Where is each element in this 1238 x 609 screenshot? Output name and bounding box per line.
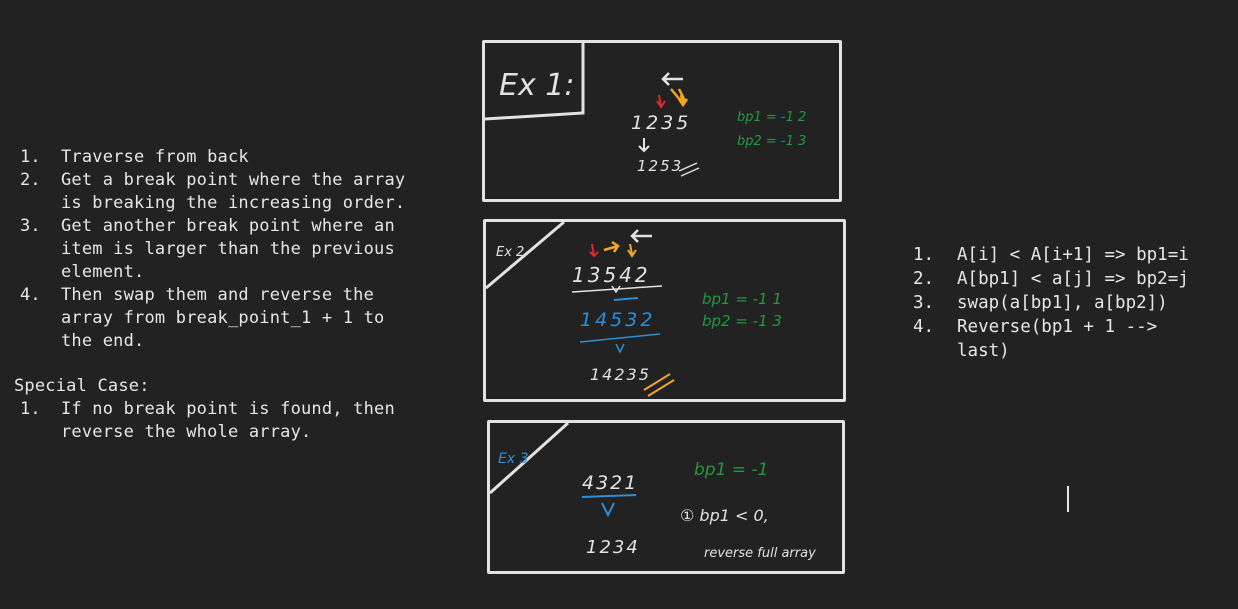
arrow-down-red-icon (589, 243, 599, 258)
example-1-drawing: Ex 1: 1235 1253 bp1 = -1 2 bp2 = -1 3 (484, 43, 806, 177)
list-number: 3. (20, 216, 41, 236)
special-case-list: 1. If no break point is found, then reve… (14, 398, 414, 444)
list-item: 3. Get another break point where an item… (14, 215, 414, 284)
label-corner-line (484, 43, 585, 121)
arrow-down-orange-icon (670, 88, 689, 108)
list-text: A[bp1] < a[j] => bp2=j (957, 269, 1189, 289)
result-array: 1253 (637, 157, 683, 175)
bp2-note: bp2 = -1 3 (702, 312, 782, 330)
note-action: reverse full array (704, 546, 816, 561)
list-text: Get a break point where the array is bre… (61, 170, 406, 213)
list-number: 1. (20, 147, 41, 167)
arrow-down-red-icon (656, 94, 666, 109)
result-array: 14235 (590, 365, 651, 384)
underline-marks (643, 373, 675, 397)
list-text: If no break point is found, then reverse… (61, 399, 395, 442)
example-3-drawing: Ex 3 4321 1234 bp1 = -1 ① bp1 < 0, rever… (488, 421, 816, 561)
text-cursor (1067, 486, 1069, 512)
arrow-left-icon (630, 229, 652, 243)
label-corner-line (488, 421, 570, 495)
notes-panel: 1. Traverse from back 2. Get a break poi… (14, 146, 414, 444)
example-label: Ex 3 (498, 451, 529, 467)
list-item: 2. Get a break point where the array is … (14, 169, 414, 215)
swap-bracket (613, 297, 639, 301)
list-number: 1. (20, 399, 41, 419)
list-number: 3. (913, 293, 935, 313)
list-item: 4. Then swap them and reverse the array … (14, 284, 414, 353)
list-text: Reverse(bp1 + 1 --> last) (957, 317, 1158, 361)
bp1-note: bp1 = -1 2 (737, 110, 806, 125)
list-number: 2. (20, 170, 41, 190)
arrow-down-blue-icon (615, 343, 625, 354)
list-item: 1. Traverse from back (14, 146, 414, 169)
arrow-left-icon (661, 72, 683, 86)
list-number: 2. (913, 269, 935, 289)
bp2-note: bp2 = -1 3 (737, 134, 806, 149)
bp1-note: bp1 = -1 1 (702, 290, 782, 308)
swapped-array: 14532 (580, 309, 655, 331)
input-array: 1235 (631, 112, 691, 134)
list-text: swap(a[bp1], a[bp2]) (957, 293, 1168, 313)
arrow-down-orange-icon (627, 243, 637, 258)
result-array: 1234 (586, 537, 640, 558)
arrow-down-blue-icon (601, 502, 615, 518)
list-text: A[i] < A[i+1] => bp1=i (957, 245, 1189, 265)
list-item: 1. If no break point is found, then reve… (14, 398, 414, 444)
algorithm-panel: 1. A[i] < A[i+1] => bp1=i 2. A[bp1] < a[… (913, 243, 1213, 363)
steps-list: 1. Traverse from back 2. Get a break poi… (14, 146, 414, 353)
list-number: 1. (913, 245, 935, 265)
list-item: 1. A[i] < A[i+1] => bp1=i (913, 243, 1213, 267)
special-case-heading: Special Case: (14, 376, 150, 396)
label-corner-line (485, 220, 565, 290)
underline (581, 494, 637, 498)
list-text: Traverse from back (61, 147, 249, 167)
example-2-drawing: Ex 2 13542 14532 14235 bp1 = -1 1 bp2 = … (485, 220, 782, 397)
example-label: Ex 1: (499, 68, 574, 103)
underline (571, 285, 663, 293)
input-array: 4321 (582, 472, 638, 494)
underline (579, 333, 661, 343)
algorithm-list: 1. A[i] < A[i+1] => bp1=i 2. A[bp1] < a[… (913, 243, 1213, 363)
underline-marks (678, 162, 700, 177)
list-item: 2. A[bp1] < a[j] => bp2=j (913, 267, 1213, 291)
arrow-down-icon (638, 138, 650, 153)
example-1-panel: Ex 1: 1235 1253 bp1 = -1 2 bp2 = -1 3 (482, 40, 842, 202)
example-3-panel: Ex 3 4321 1234 bp1 = -1 ① bp1 < 0, rever… (487, 420, 845, 574)
example-label: Ex 2 (496, 245, 524, 260)
note-condition: ① bp1 < 0, (680, 506, 769, 525)
arrow-down-icon (611, 285, 621, 294)
list-text: Then swap them and reverse the array fro… (61, 285, 385, 351)
list-item: 3. swap(a[bp1], a[bp2]) (913, 291, 1213, 315)
list-number: 4. (913, 317, 935, 337)
arrow-right-orange-icon (603, 240, 620, 253)
list-item: 4. Reverse(bp1 + 1 --> last) (913, 315, 1213, 363)
list-number: 4. (20, 285, 41, 305)
example-2-panel: Ex 2 13542 14532 14235 bp1 = -1 1 bp2 = … (483, 219, 846, 402)
list-text: Get another break point where an item is… (61, 216, 395, 282)
bp1-note: bp1 = -1 (694, 460, 768, 480)
input-array: 13542 (572, 263, 651, 287)
